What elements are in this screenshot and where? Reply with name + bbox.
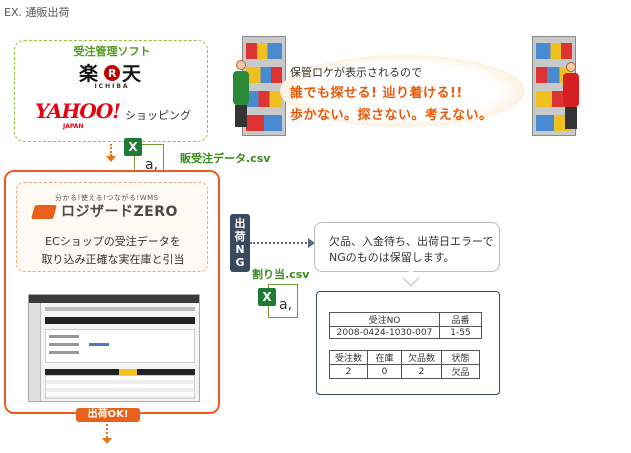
table-header-cell: 在庫 [367,350,402,365]
ng-flow-arrow [250,242,310,244]
shelf-row [246,67,282,83]
screenshot-sidebar [29,303,41,401]
screenshot-highlight [119,369,137,375]
order-software-title: 受注管理ソフト [73,45,151,58]
screenshot-text [49,343,79,346]
worker-body [563,73,579,107]
shelf-row [246,91,282,107]
arrow-right-icon [308,238,315,248]
worker-icon [236,60,246,70]
rakuten-logo-graphic: 楽 R 天 [79,62,142,85]
ng-badge-char: 出 [234,217,246,230]
yahoo-shopping-text: ショッピング [125,109,191,122]
screenshot-text [49,335,79,338]
table-header-cell: 品番 [439,312,482,327]
ng-note-line-1: 欠品、入金待ち、出荷日エラーで [329,235,494,248]
flow-arrow-ok [106,424,116,438]
order-data-box: 受注NO 品番 2008-0424-1030-007 1-55 受注数 在庫 欠… [316,291,500,395]
table-row: 2 0 2 欠品 [329,364,480,379]
table-row: 受注数 在庫 欠品数 状態 [329,350,480,365]
svg-text:楽: 楽 [79,62,99,85]
table-cell: 2 [329,364,368,379]
table-row: 受注NO 品番 [329,312,482,327]
order-software-box: 受注管理ソフト 楽 R 天 ICHIBA YAHOO! JAPAN ショッピング [14,40,208,142]
yahoo-logo: YAHOO! JAPAN [35,99,135,135]
wms-screenshot [28,294,200,402]
worker-legs [235,105,247,127]
screenshot-header [45,317,195,324]
table-cell: 2008-0424-1030-007 [329,326,440,339]
screenshot-text [49,351,79,354]
shipping-ng-badge: 出 荷 N G [230,214,250,272]
shelf-row [536,115,572,131]
ng-note-bubble: 欠品、入金待ち、出荷日エラーで NGのものは保留します。 [314,222,500,287]
wms-description-2: 取り込み正確な実在庫と引当 [41,253,185,266]
page-label: EX. 通販出荷 [4,6,70,19]
wms-description-1: ECショップの受注データを [45,235,181,248]
csv-document-letter: a, [145,157,159,173]
screenshot-titlebar [29,295,199,303]
wms-intro-panel: 分かる!使える!つながる!WMS ロジザードZERO ECショップの受注データを… [16,182,208,272]
table-header-cell: 状態 [441,350,480,365]
screenshot-line [45,307,195,311]
table-cell: 欠品 [441,364,480,379]
wms-box: 分かる!使える!つながる!WMS ロジザードZERO ECショップの受注データを… [4,170,220,414]
worker-icon [566,62,576,72]
worker-legs [565,107,577,129]
svg-text:天: 天 [122,63,142,85]
excel-icon: a, X [258,278,302,330]
arrow-down-icon [106,156,116,162]
csv-top-label: 販受注データ.csv [180,152,271,165]
table-header-cell: 受注NO [329,312,440,327]
worker-body [233,71,249,105]
screenshot-text [89,343,109,346]
ng-note-line-2: NGのものは保留します。 [329,251,455,264]
rakuten-logo: 楽 R 天 ICHIBA [77,61,147,93]
flow-arrow-1 [110,144,120,156]
speech-line-2: 誰でも探せる! 辿り着ける!! [290,86,463,101]
table-cell: 0 [367,364,402,379]
speech-line-3: 歩かない。探さない。考えない。 [290,108,493,123]
logizard-logo-icon [31,205,57,219]
stock-table: 受注数 在庫 欠品数 状態 2 0 2 欠品 [329,350,480,379]
table-row: 2008-0424-1030-007 1-55 [329,326,482,339]
speech-line-1: 保管ロケが表示されるので [290,66,422,79]
screenshot-form [45,329,195,363]
ng-badge-char: G [235,256,245,269]
csv-alloc-label: 割り当.csv [252,268,310,281]
yahoo-japan-text: JAPAN [63,123,84,130]
speech-bubble [280,55,525,127]
csv-document-letter: a, [279,297,293,313]
table-header-cell: 受注数 [329,350,368,365]
shipping-ok-badge: 出荷OK! [76,408,140,422]
shelf-row [536,43,572,59]
wms-logo: ロジザードZERO [61,204,178,220]
yahoo-logo-text: YAHOO! [35,99,121,123]
rakuten-ichiba-text: ICHIBA [94,83,130,90]
svg-text:R: R [108,67,117,80]
excel-badge: X [124,138,142,156]
bubble-tail [402,269,420,287]
table-cell: 2 [401,364,442,379]
excel-badge: X [258,288,276,306]
ng-badge-char: 荷 [234,230,246,243]
shelf-row [246,43,282,59]
order-table: 受注NO 品番 2008-0424-1030-007 1-55 [329,312,482,339]
screenshot-table-rows [45,375,195,399]
ng-badge-char: N [235,243,245,256]
table-cell: 1-55 [439,326,482,339]
arrow-down-icon [102,438,112,444]
shelf-row [246,115,282,131]
table-header-cell: 欠品数 [401,350,442,365]
wms-tagline: 分かる!使える!つながる!WMS [55,194,159,202]
